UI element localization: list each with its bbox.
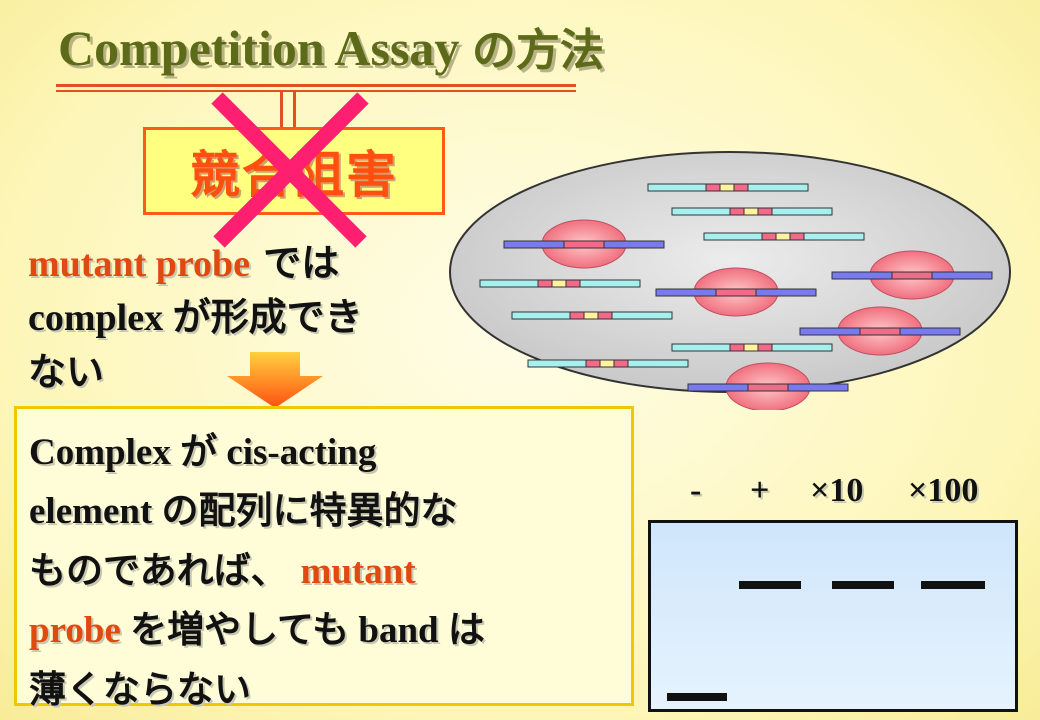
complex-line1: Complex が cis-acting [29,432,377,473]
probe-site [775,232,791,241]
slide-title: Competition Assay の方法 [58,14,604,78]
probe-site [729,343,745,352]
probe-binding-site [891,271,933,280]
probe-site [789,232,805,241]
probe-site [551,279,567,288]
lane-label-x10: ×10 [810,472,864,509]
complex-probe-word: probe [29,610,121,651]
mutant-probe-note: mutant probe では complex が形成でき ない [28,236,458,399]
probe-site [613,359,629,368]
title-latin: Competition Assay [58,20,460,76]
mutant-note-line2: complex が形成でき [28,297,363,339]
probe-site [719,183,735,192]
band-plus [739,581,801,589]
probe-binding-site [715,288,757,297]
band-minus-free-probe [667,693,727,701]
probe-binding-site [747,383,789,392]
equals-bar-left [280,92,283,128]
mutant-probe-label: mutant probe [28,243,251,285]
lane-label-x100: ×100 [908,472,979,509]
title-underline-2 [56,90,576,92]
probe-site [569,311,585,320]
probe-site [743,343,759,352]
probe-site [757,207,773,216]
complex-explanation-box: Complex が cis-acting element の配列に特異的な もの… [14,406,634,711]
gel-image [648,520,1018,712]
gel-lane-labels: - + ×10 ×100 [690,472,1030,516]
mutant-note-line1: では [250,241,340,285]
probe-site [597,311,613,320]
probe-site [565,279,581,288]
title-underline [56,84,576,87]
complex-mutant-word: mutant [300,551,416,592]
probe-binding-site [859,327,901,336]
probe-site [729,207,745,216]
probe-site [599,359,615,368]
equals-bar-right [293,92,296,128]
down-arrow-icon [227,352,323,408]
probe-site [761,232,777,241]
probe-site [733,183,749,192]
complex-line3: ものであれば、 [29,549,301,592]
complex-line4: を増やしても band は [120,610,485,651]
probe-site [705,183,721,192]
lane-label-plus: + [750,472,770,509]
complex-line5: 薄くならない [29,668,251,711]
probe-site [757,343,773,352]
probe-binding-site [563,240,605,249]
probe-site [585,359,601,368]
title-jp: の方法 [471,25,604,76]
lane-label-minus: - [690,472,702,509]
band-x10 [832,581,894,589]
probe-mixture-diagram [449,151,1011,410]
probe-site [537,279,553,288]
probe-site [583,311,599,320]
probe-site [743,207,759,216]
complex-line2: element の配列に特異的な [29,491,458,532]
mutant-note-line3: ない [28,350,105,394]
band-x100 [921,581,985,589]
cross-out-icon [211,92,369,248]
